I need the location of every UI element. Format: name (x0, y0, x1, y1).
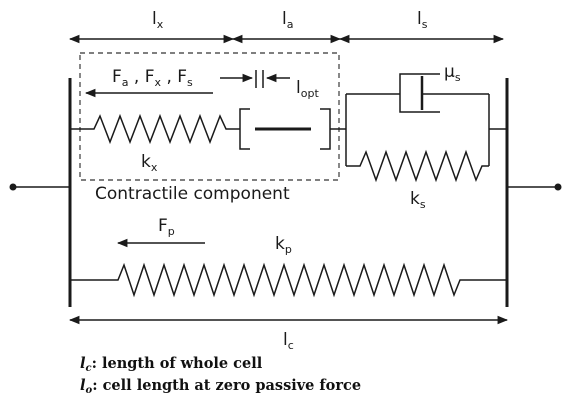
legend-lo: lo: cell length at zero passive force (80, 377, 361, 396)
dim-label-lc: lc (283, 330, 294, 352)
ks-label: ks (410, 189, 426, 211)
left-attachment-dot (9, 183, 17, 191)
kp-label: kp (275, 234, 292, 256)
fp-label: Fp (158, 216, 175, 238)
kx-label: kx (141, 152, 158, 174)
dim-label-ls: ls (417, 9, 428, 31)
legend-lc: lc: length of whole cell (80, 355, 263, 374)
spring-kx (70, 113, 240, 145)
damper-cup (399, 73, 440, 113)
contractile-element-right (320, 108, 331, 150)
right-attachment-dot (554, 183, 562, 191)
contractile-element (239, 108, 250, 150)
dim-label-la: la (282, 9, 293, 31)
contractile-component-box (79, 52, 340, 181)
mu-s-label: μs (444, 62, 461, 84)
contractile-label: Contractile component (95, 184, 290, 204)
dim-label-lx: lx (152, 9, 164, 31)
spring-kp (70, 262, 507, 298)
lopt-label: lopt (296, 78, 319, 100)
forces-label: Fa , Fx , Fs (112, 67, 193, 89)
spring-ks (346, 149, 489, 183)
